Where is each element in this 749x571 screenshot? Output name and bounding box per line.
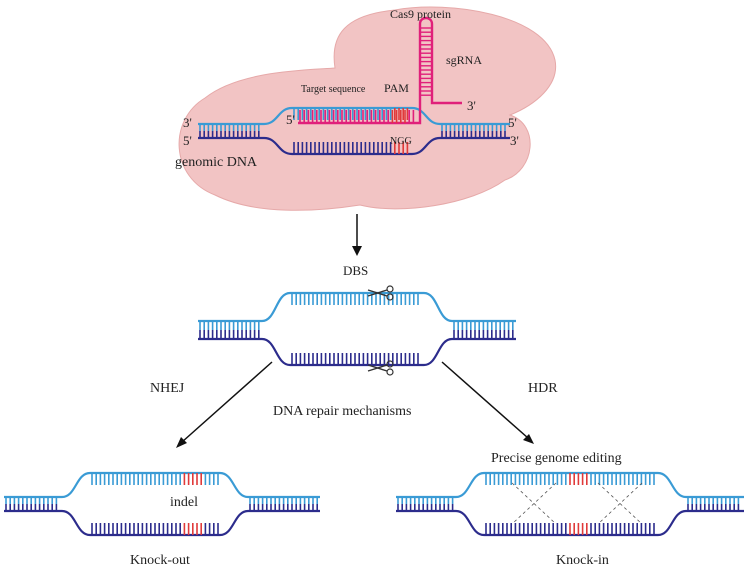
indel-label: indel xyxy=(170,495,198,510)
hdr-crossover-lines xyxy=(511,482,643,525)
top-strand xyxy=(396,471,744,499)
sgrna-strand xyxy=(298,16,462,125)
ngg-label: NGG xyxy=(390,136,412,147)
sgrna-3-prime: 3' xyxy=(467,98,476,113)
end-5-prime-left: 5' xyxy=(183,133,192,148)
sgrna-backbone xyxy=(298,16,462,125)
genomic-dna-duplex xyxy=(198,106,510,156)
top-strand xyxy=(4,471,320,499)
scissors-icon xyxy=(367,360,394,376)
end-3-prime-left: 3' xyxy=(183,115,192,130)
dna-repair-label: DNA repair mechanisms xyxy=(273,404,411,419)
top-strand xyxy=(198,291,516,323)
bottom-strand xyxy=(396,509,744,537)
knock-out-dna-duplex xyxy=(4,471,320,537)
sgrna-label: sgRNA xyxy=(446,53,482,67)
knock-out-label: Knock-out xyxy=(130,553,190,568)
nhej-arrow-icon xyxy=(176,361,273,448)
sgrna-5-prime: 5' xyxy=(286,112,295,127)
genomic-dna-label: genomic DNA xyxy=(175,155,258,170)
bottom-strand xyxy=(198,337,516,367)
knock-in-label: Knock-in xyxy=(556,553,609,568)
end-3-prime-right: 3' xyxy=(510,133,519,148)
dbs-label: DBS xyxy=(343,263,368,278)
hdr-label: HDR xyxy=(528,381,558,396)
target-sequence-label: Target sequence xyxy=(301,84,366,95)
pam-label: PAM xyxy=(384,81,409,95)
cas9-protein-label: Cas9 protein xyxy=(390,7,451,21)
down-arrow-icon xyxy=(352,214,362,256)
end-5-prime-right: 5' xyxy=(508,115,517,130)
bottom-strand xyxy=(4,509,320,537)
hdr-arrow-icon xyxy=(441,361,534,444)
dbs-dna-duplex xyxy=(198,291,516,367)
precise-editing-label: Precise genome editing xyxy=(491,451,622,466)
scissors-icon xyxy=(367,285,394,301)
knock-in-dna-duplex xyxy=(396,471,744,537)
nhej-label: NHEJ xyxy=(150,381,185,396)
